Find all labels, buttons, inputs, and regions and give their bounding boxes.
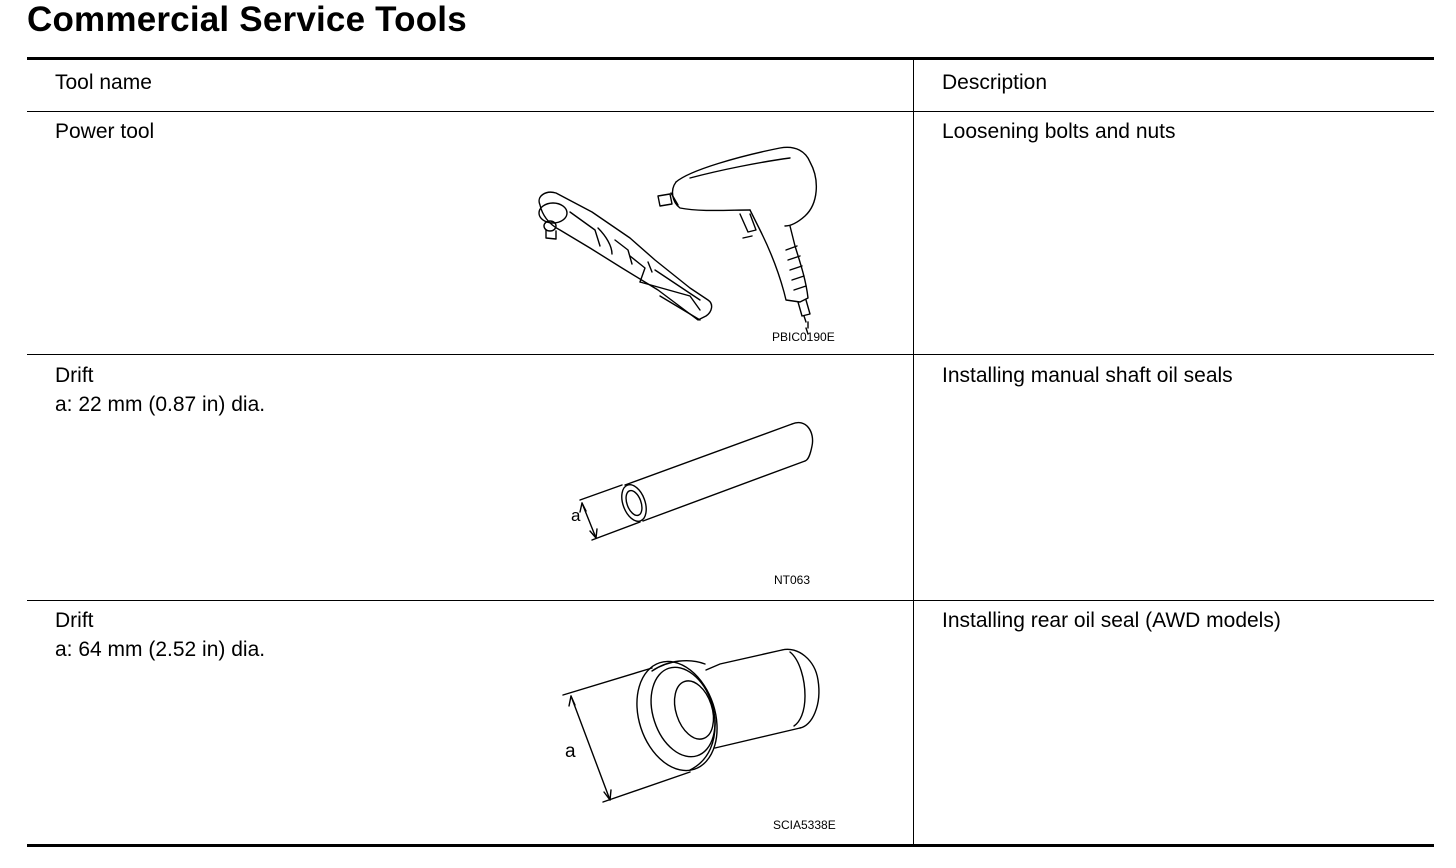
- tool-name: Drift: [55, 609, 94, 632]
- power-tool-illustration: [520, 135, 860, 335]
- drift-22mm-illustration: [560, 410, 830, 560]
- tool-description: Installing manual shaft oil seals: [942, 364, 1233, 387]
- tool-description: Loosening bolts and nuts: [942, 120, 1176, 143]
- tool-description: Installing rear oil seal (AWD models): [942, 609, 1281, 632]
- impact-wrench-icon: [658, 147, 816, 334]
- header-description: Description: [942, 71, 1048, 94]
- row-divider-2: [27, 600, 1434, 601]
- page-title: Commercial Service Tools: [27, 0, 467, 39]
- figure-code: SCIA5338E: [773, 818, 836, 832]
- ratchet-wrench-icon: [539, 192, 712, 320]
- table-top-border: [27, 57, 1434, 60]
- drift-64mm-illustration: [555, 650, 835, 810]
- column-divider: [913, 59, 914, 845]
- tool-spec: a: 22 mm (0.87 in) dia.: [55, 393, 266, 416]
- figure-code: NT063: [774, 573, 811, 587]
- figure-code: PBIC0190E: [772, 330, 835, 344]
- dimension-label: a: [565, 741, 576, 762]
- dimension-label: a: [571, 506, 581, 525]
- header-divider: [27, 111, 1434, 112]
- tool-spec: a: 64 mm (2.52 in) dia.: [55, 638, 266, 661]
- header-tool-name: Tool name: [55, 71, 152, 94]
- row-divider-1: [27, 354, 1434, 355]
- tool-name: Drift: [55, 364, 94, 387]
- table-bottom-border: [27, 844, 1434, 847]
- tool-name: Power tool: [55, 120, 155, 143]
